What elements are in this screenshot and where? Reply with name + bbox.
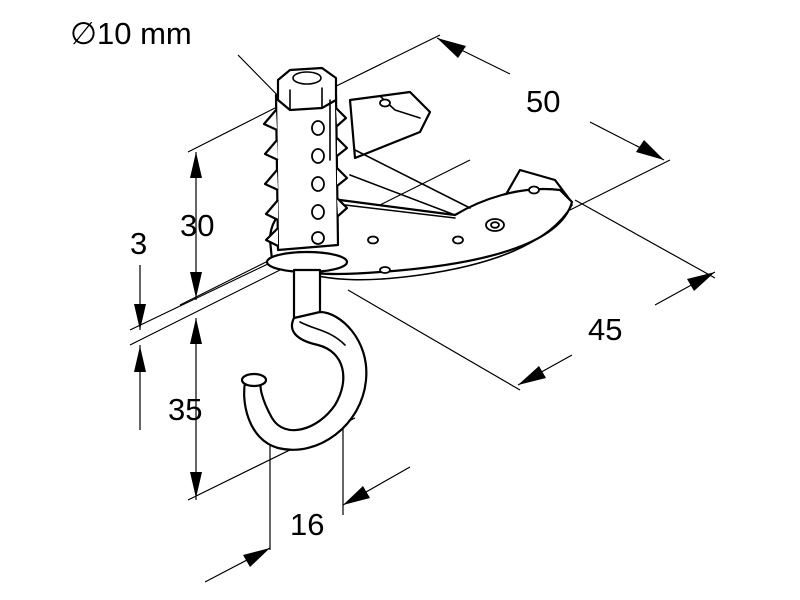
plug-height-label: 30	[180, 208, 214, 243]
plug-slot	[311, 148, 325, 164]
plate-thickness-label: 3	[130, 226, 147, 261]
mounting-hole	[367, 235, 379, 245]
hook-width-label: 16	[290, 507, 324, 542]
arrow-head	[636, 140, 664, 160]
wall-plug	[262, 66, 349, 252]
arrow-head	[190, 318, 202, 344]
mounting-hole	[452, 235, 464, 245]
dimension-labels: ∅10 mm 50 45 30 3 35 16	[70, 16, 622, 542]
arrow-head	[190, 152, 202, 178]
hook-height-label: 35	[168, 392, 202, 427]
ceiling-hook	[240, 250, 368, 451]
plug-slot	[311, 231, 325, 245]
plug-slot	[311, 120, 325, 136]
arrow-head	[687, 272, 715, 291]
mounting-hole	[379, 98, 391, 108]
mounting-hole	[528, 185, 540, 195]
arrow-head	[134, 304, 146, 330]
width-label: 50	[526, 84, 560, 119]
arrow-head	[437, 38, 466, 58]
arrow-head	[518, 366, 546, 385]
arrow-head	[243, 548, 270, 567]
mounting-hole	[490, 221, 500, 229]
plug-slot	[311, 204, 325, 220]
arrow-head	[343, 486, 370, 505]
dimension-lines	[134, 37, 716, 583]
arrow-head	[190, 472, 202, 498]
arrow-head	[190, 272, 202, 298]
depth-label: 45	[588, 312, 622, 347]
mounting-hole	[379, 266, 391, 274]
diameter-label: ∅10 mm	[70, 16, 192, 51]
plug-slot	[311, 176, 325, 192]
arrow-head	[134, 346, 146, 372]
